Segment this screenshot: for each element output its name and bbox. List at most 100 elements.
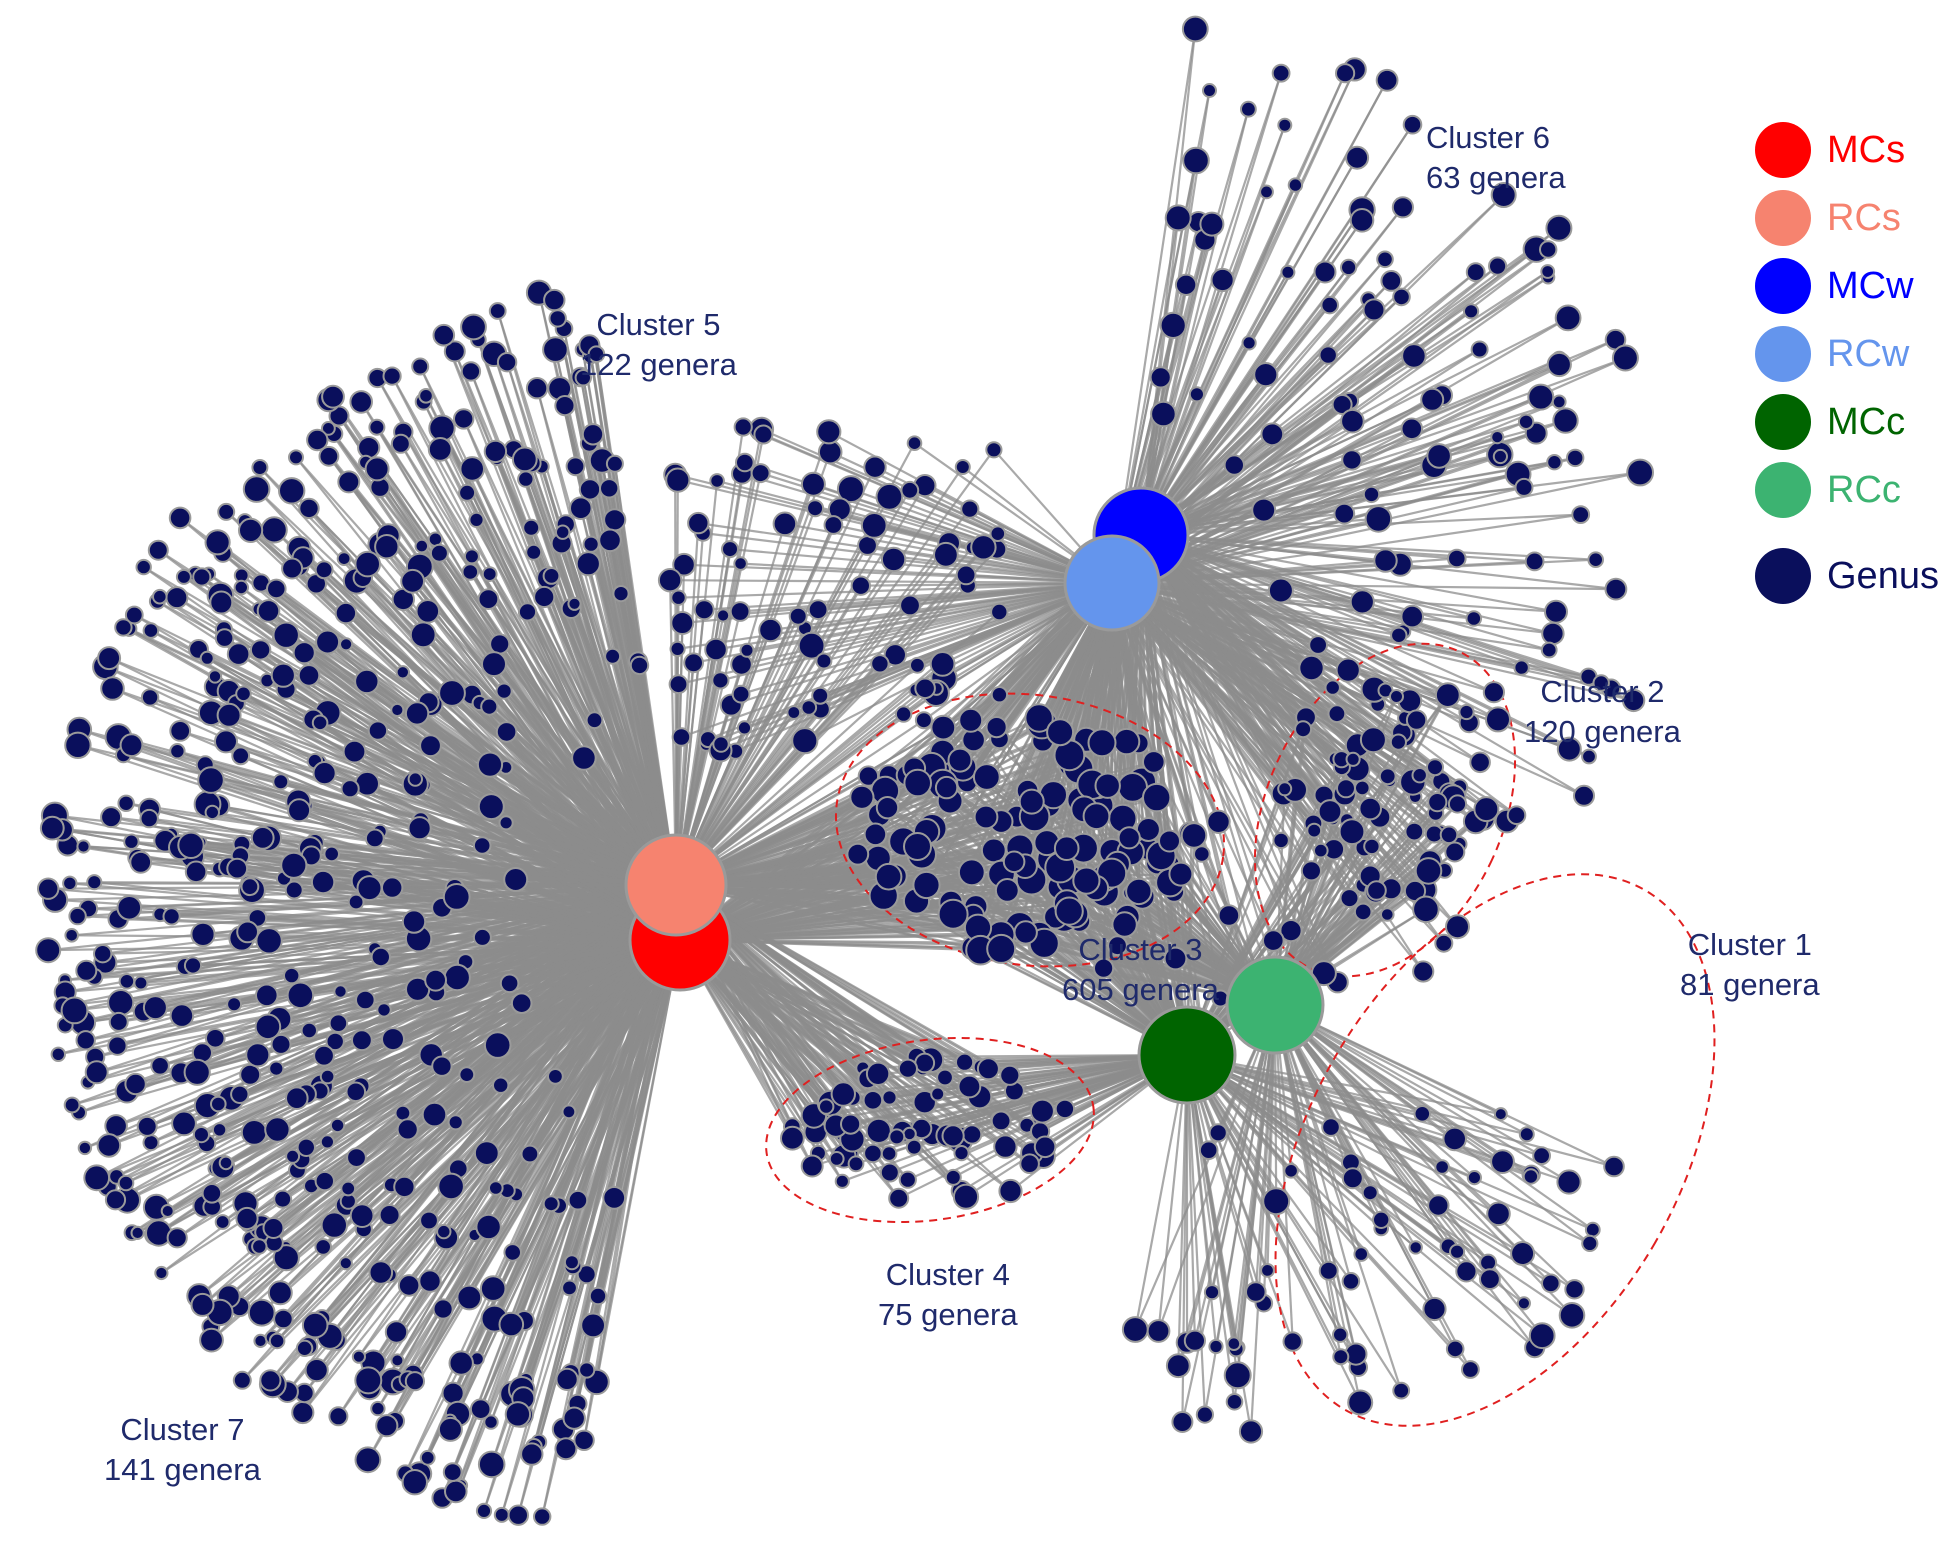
genus-node-c7 <box>97 646 122 671</box>
genus-node-c7 <box>533 1507 552 1526</box>
genus-node-c5 <box>670 589 687 606</box>
genus-node-c7 <box>395 665 410 680</box>
genus-node-c6 <box>1335 657 1361 683</box>
genus-node-c6 <box>1626 458 1654 487</box>
genus-node-c1 <box>1603 1155 1625 1178</box>
genus-node-c6 <box>1514 477 1534 497</box>
edge-rcs-c7 <box>126 883 677 983</box>
genus-node-c6 <box>1279 919 1303 943</box>
genus-node-c3 <box>1024 703 1054 733</box>
genus-node-c6 <box>1389 733 1408 751</box>
edge-rcc-c1 <box>1193 1004 1277 1341</box>
genus-node-c7 <box>495 682 513 700</box>
edge-rcs-c7 <box>291 884 677 1158</box>
edge-mcw-c2 <box>1140 534 1389 778</box>
genus-node-c5 <box>990 686 1009 704</box>
genus-node-c6 <box>1150 400 1177 428</box>
genus-node-c6 <box>1527 383 1555 411</box>
genus-node-c6 <box>1341 449 1363 471</box>
genus-node-c7 <box>264 1116 291 1143</box>
genus-node-c7 <box>268 1060 285 1077</box>
cluster-count: 75 genera <box>878 1297 1018 1332</box>
genus-node-c2 <box>1294 720 1313 739</box>
genus-node-c1 <box>1332 1326 1349 1343</box>
genus-node-c3 <box>1018 788 1045 815</box>
edge-rcw-c5 <box>670 579 1113 585</box>
genus-node-c7 <box>582 535 600 553</box>
genus-node-c7 <box>438 679 466 707</box>
genus-node-c7 <box>284 880 304 900</box>
genus-node-c3 <box>1125 877 1153 906</box>
edge-rcc-c1 <box>1185 1004 1277 1343</box>
edge-rcc-c1 <box>1274 1004 1458 1253</box>
genus-node-c6 <box>1482 681 1506 704</box>
genus-node-c7 <box>431 1055 453 1077</box>
genus-node-c6 <box>1241 335 1257 351</box>
genus-node-c7 <box>192 1126 210 1144</box>
genus-node-c7 <box>443 963 471 992</box>
genus-node-c5 <box>739 642 755 658</box>
genus-node-c7 <box>418 1269 442 1293</box>
edge-rcs-c7 <box>349 787 677 887</box>
edge-rcw-c5 <box>698 522 1113 585</box>
genus-node-c5 <box>786 705 802 720</box>
genus-node-c3 <box>863 822 888 847</box>
genus-node-c6 <box>1313 842 1329 859</box>
genus-node-c5 <box>712 735 730 753</box>
genus-node-c7 <box>190 1292 215 1317</box>
genus-node-c6 <box>1349 589 1375 615</box>
genus-node-c5 <box>909 656 926 674</box>
edge-rcs-c5 <box>675 663 944 886</box>
genus-node-c7 <box>214 1214 231 1230</box>
genus-node-c5 <box>665 467 691 493</box>
edge-mcs-c7 <box>472 326 682 941</box>
genus-node-c7 <box>76 839 91 854</box>
genus-node-c7 <box>210 1095 227 1113</box>
genus-node-c7 <box>459 456 486 482</box>
genus-node-c6 <box>1163 946 1188 971</box>
genus-node-c7 <box>496 352 518 373</box>
genus-node-c4 <box>828 1151 845 1167</box>
genus-node-c6 <box>1604 577 1628 601</box>
genus-node-c7 <box>60 996 89 1025</box>
genus-node-c5 <box>716 608 731 623</box>
genus-node-c4 <box>944 1168 962 1186</box>
genus-node-c1 <box>1490 1149 1515 1174</box>
genus-node-c7 <box>561 1104 577 1120</box>
cluster-outline-c3 <box>834 692 1226 968</box>
genus-node-c4 <box>990 1110 1012 1132</box>
genus-node-c6 <box>1318 345 1338 365</box>
genus-node-c1 <box>1413 1105 1432 1123</box>
cluster-label-c7: Cluster 7 141 genera <box>104 1410 261 1490</box>
edge-mcs-c7 <box>340 938 681 993</box>
genus-node-c6 <box>1470 340 1489 359</box>
genus-node-c7 <box>555 524 571 540</box>
genus-node-c7 <box>320 1211 348 1239</box>
genus-node-c7 <box>251 1238 268 1255</box>
genus-node-c7 <box>569 496 593 521</box>
genus-node-c6 <box>1340 258 1358 276</box>
legend-item-rcs: RCs <box>1755 186 1945 254</box>
edge-rcc-c1 <box>1232 1004 1277 1344</box>
genus-node-c7 <box>323 845 341 863</box>
edge-mcw-c6 <box>1140 533 1550 652</box>
genus-node-c7 <box>230 1084 250 1105</box>
genus-node-c6 <box>1621 688 1646 713</box>
genus-node-c6 <box>1485 706 1511 733</box>
genus-node-c7 <box>306 428 329 452</box>
genus-node-c7 <box>436 1223 452 1240</box>
genus-node-c5 <box>772 511 798 537</box>
genus-node-c5 <box>669 640 686 658</box>
genus-node-c4 <box>888 1187 910 1209</box>
genus-node-c7 <box>533 585 556 609</box>
genus-node-c7 <box>50 1046 66 1063</box>
legend-label: RCw <box>1827 333 1910 375</box>
genus-node-c6 <box>1373 548 1398 573</box>
edge-rcs-c5 <box>675 524 876 886</box>
genus-node-c6 <box>1093 957 1115 979</box>
edge-rcs-c7 <box>293 864 677 887</box>
genus-node-c4 <box>905 1138 923 1156</box>
edge-rcw-c3 <box>856 582 1113 855</box>
genus-node-c1 <box>1372 1210 1391 1230</box>
legend-item-genus: Genus <box>1755 544 1945 612</box>
